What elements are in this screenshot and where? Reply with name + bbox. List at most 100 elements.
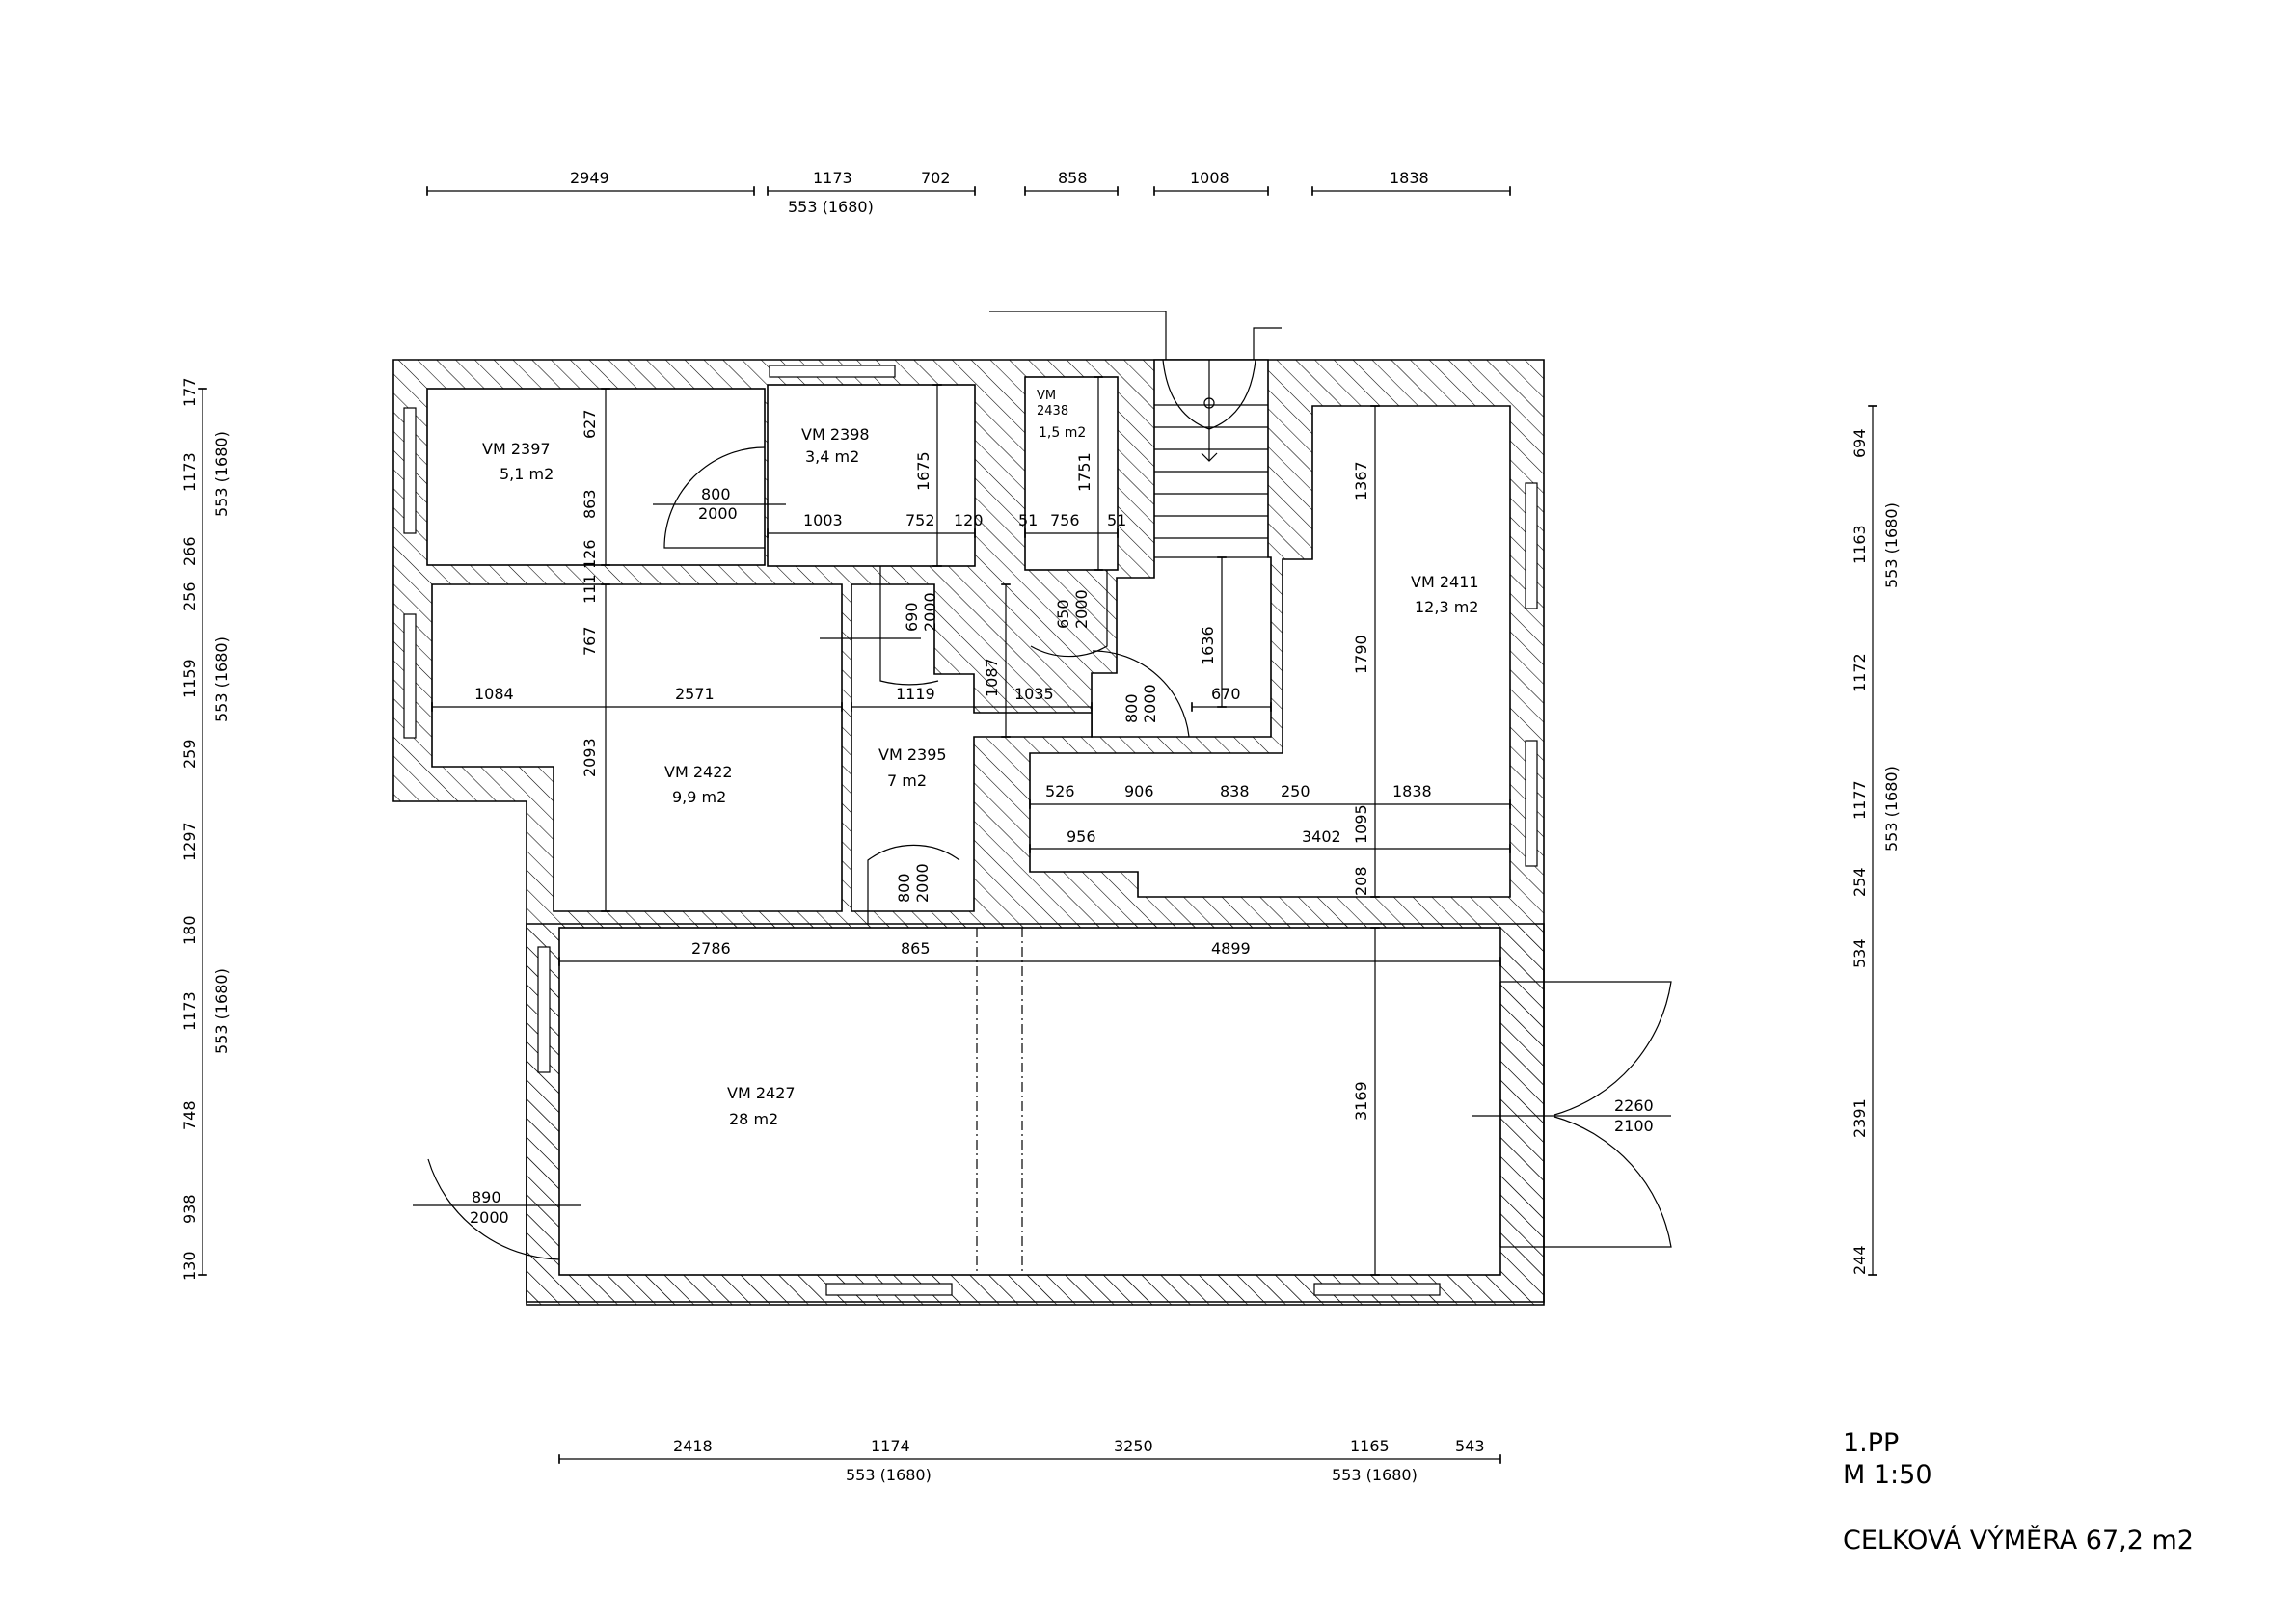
door-stair-swing (1092, 650, 1190, 738)
dim-4899: 4899 (1211, 939, 1251, 958)
room-2411-area: 12,3 m2 (1415, 598, 1478, 616)
dim-left-177: 177 (180, 377, 199, 407)
dim-bottom-3250: 3250 (1114, 1437, 1153, 1455)
dim-906: 906 (1124, 782, 1154, 800)
dim-right-244: 244 (1850, 1245, 1869, 1275)
door-stair-width: 800 (1122, 693, 1141, 723)
dim-126: 126 (581, 539, 599, 569)
room-2397-id: VM 2397 (482, 440, 551, 458)
floor-label: 1.PP (1843, 1428, 1899, 1458)
room-2411-id: VM 2411 (1411, 573, 1479, 591)
room-2397-area: 5,1 m2 (500, 465, 554, 483)
dim-top-553: 553 (1680) (788, 198, 874, 216)
window-2427-bottom-a (825, 1283, 953, 1296)
dim-top-1173: 1173 (813, 169, 852, 187)
dim-left-553-b: 553 (1680) (212, 636, 230, 722)
dim-left-256: 256 (180, 582, 199, 611)
dim-1838-inner: 1838 (1392, 782, 1432, 800)
dim-111: 111 (581, 574, 599, 604)
staircase (989, 311, 1282, 558)
room-2438-id: VM (1037, 389, 1056, 403)
dim-left-1159: 1159 (180, 659, 199, 698)
dim-bottom-543: 543 (1455, 1437, 1485, 1455)
door-2438-swing (1030, 570, 1108, 658)
inner-dimension-lines (431, 376, 1511, 1276)
room-2411 (1029, 405, 1511, 898)
door-2397-swing (663, 446, 766, 549)
window-2397 (403, 407, 417, 534)
dim-3402: 3402 (1302, 827, 1341, 846)
dim-756: 756 (1050, 511, 1080, 529)
room-2422-area: 9,9 m2 (672, 788, 726, 806)
room-2398-area: 3,4 m2 (805, 447, 859, 466)
room-2398 (767, 384, 976, 567)
dim-top-858: 858 (1058, 169, 1088, 187)
door-2397-height: 2000 (698, 504, 738, 523)
dim-left-1297: 1297 (180, 822, 199, 861)
dim-bottom-2418: 2418 (673, 1437, 713, 1455)
stair-leader-right (1253, 327, 1282, 360)
stair-arrow-icon (1201, 452, 1218, 462)
window-2427-bottom-b (1313, 1283, 1441, 1296)
dim-767: 767 (581, 626, 599, 656)
dim-right-534: 534 (1850, 938, 1869, 968)
dim-right-1172: 1172 (1850, 653, 1869, 692)
door-entry-swing (427, 1158, 560, 1260)
dim-right-254: 254 (1850, 867, 1869, 897)
dim-1367: 1367 (1352, 461, 1370, 500)
room-2438-area: 1,5 m2 (1039, 425, 1086, 441)
dim-left-938: 938 (180, 1194, 199, 1224)
door-entry-height: 2000 (470, 1208, 509, 1227)
window-2422 (403, 613, 417, 739)
scale-label: M 1:50 (1843, 1460, 1932, 1490)
dim-left-748: 748 (180, 1100, 199, 1130)
stair-leader-left (989, 311, 1167, 360)
dim-left-1173-a: 1173 (180, 452, 199, 492)
door-terrace-height: 2100 (1614, 1117, 1654, 1135)
dim-top-1838: 1838 (1390, 169, 1429, 187)
door-2438-width: 650 (1054, 599, 1072, 629)
dim-1675: 1675 (914, 451, 932, 491)
dim-left-180: 180 (180, 915, 199, 945)
door-entry-width: 890 (472, 1188, 501, 1206)
window-2398 (769, 365, 896, 378)
room-2438-id2: 2438 (1037, 404, 1068, 419)
dim-526: 526 (1045, 782, 1075, 800)
dim-208: 208 (1352, 866, 1370, 896)
room-2395-area: 7 m2 (887, 771, 927, 790)
dim-863: 863 (581, 489, 599, 519)
doors (413, 446, 1672, 1260)
room-2398-id: VM 2398 (801, 425, 870, 444)
dim-1119: 1119 (896, 685, 935, 703)
window-2427-left (537, 946, 551, 1073)
dim-left-130: 130 (180, 1251, 199, 1281)
door-2398-swing (879, 566, 939, 686)
dim-right-2391: 2391 (1850, 1098, 1869, 1138)
dim-51-b: 51 (1107, 511, 1126, 529)
room-2427-area: 28 m2 (729, 1110, 778, 1128)
dim-2571: 2571 (675, 685, 715, 703)
room-2422-id: VM 2422 (664, 763, 733, 781)
dim-left-1173-b: 1173 (180, 991, 199, 1031)
dim-956: 956 (1067, 827, 1096, 846)
window-2411-b (1525, 740, 1538, 867)
dim-right-1177: 1177 (1850, 780, 1869, 820)
dim-1003: 1003 (803, 511, 843, 529)
dim-top-2949: 2949 (570, 169, 609, 187)
dim-838: 838 (1220, 782, 1250, 800)
door-2398-width: 690 (903, 602, 921, 632)
dim-1035: 1035 (1014, 685, 1054, 703)
dim-2786: 2786 (691, 939, 731, 958)
dim-right-1163: 1163 (1850, 525, 1869, 564)
dim-1790: 1790 (1352, 635, 1370, 674)
door-terrace-width: 2260 (1614, 1096, 1654, 1115)
dim-bottom-1174: 1174 (871, 1437, 910, 1455)
door-stair-height: 2000 (1141, 684, 1159, 723)
dim-865: 865 (901, 939, 931, 958)
dim-right-553-b: 553 (1680) (1882, 766, 1901, 852)
dim-bottom-553-a: 553 (1680) (846, 1466, 932, 1484)
room-2395 (851, 583, 1093, 912)
windows (403, 365, 1538, 1296)
dim-left-553-c: 553 (1680) (212, 968, 230, 1054)
dim-2093: 2093 (581, 738, 599, 777)
